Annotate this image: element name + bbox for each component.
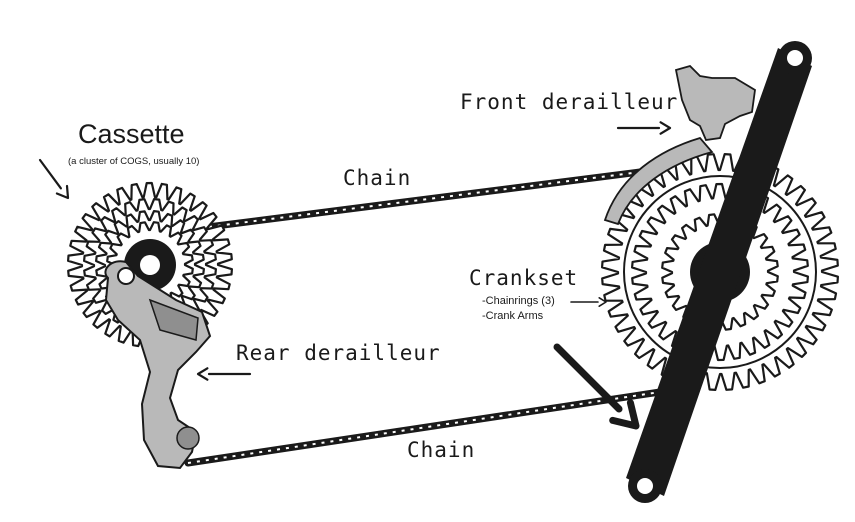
crank-arm-pedal-hole — [637, 478, 653, 494]
rear-derailleur-arrow — [196, 367, 252, 381]
chain-bottom-label: Chain — [407, 438, 476, 462]
derailleurs-and-crank — [104, 41, 812, 503]
cassette-note: (a cluster of COGS, usually 10) — [68, 156, 200, 167]
cassette-axle — [140, 255, 160, 275]
rear-derailleur-label: Rear derailleur — [236, 341, 441, 365]
cassette-label: Cassette — [78, 119, 185, 149]
front-derailleur-label: Front derailleur — [460, 90, 679, 114]
chain-top — [196, 168, 644, 232]
rear-derailleur-pulley — [176, 426, 200, 450]
rear-derailleur-knuckle — [148, 298, 199, 341]
crank-arm-top-bolt — [787, 50, 803, 66]
chain-top-label: Chain — [343, 166, 412, 190]
chainrings-label: -Chainrings (3) — [482, 295, 555, 307]
chainrings-arrow — [570, 296, 607, 308]
rear-derailleur-pivot — [117, 267, 135, 285]
chain-bottom — [184, 388, 664, 467]
front-derailleur-cage — [603, 136, 714, 226]
pointer-arrows — [38, 121, 672, 430]
crank-arm-arrow — [553, 343, 640, 430]
crankset-label: Crankset — [469, 266, 579, 290]
crank-arms-label: -Crank Arms — [482, 310, 544, 322]
crank-arm — [626, 48, 812, 496]
chains — [184, 168, 664, 467]
cassette-arrow — [38, 158, 70, 200]
front-derailleur-body — [674, 64, 756, 141]
front-derailleur-arrow — [616, 121, 672, 135]
chainring-large-inner-edge — [623, 175, 817, 369]
